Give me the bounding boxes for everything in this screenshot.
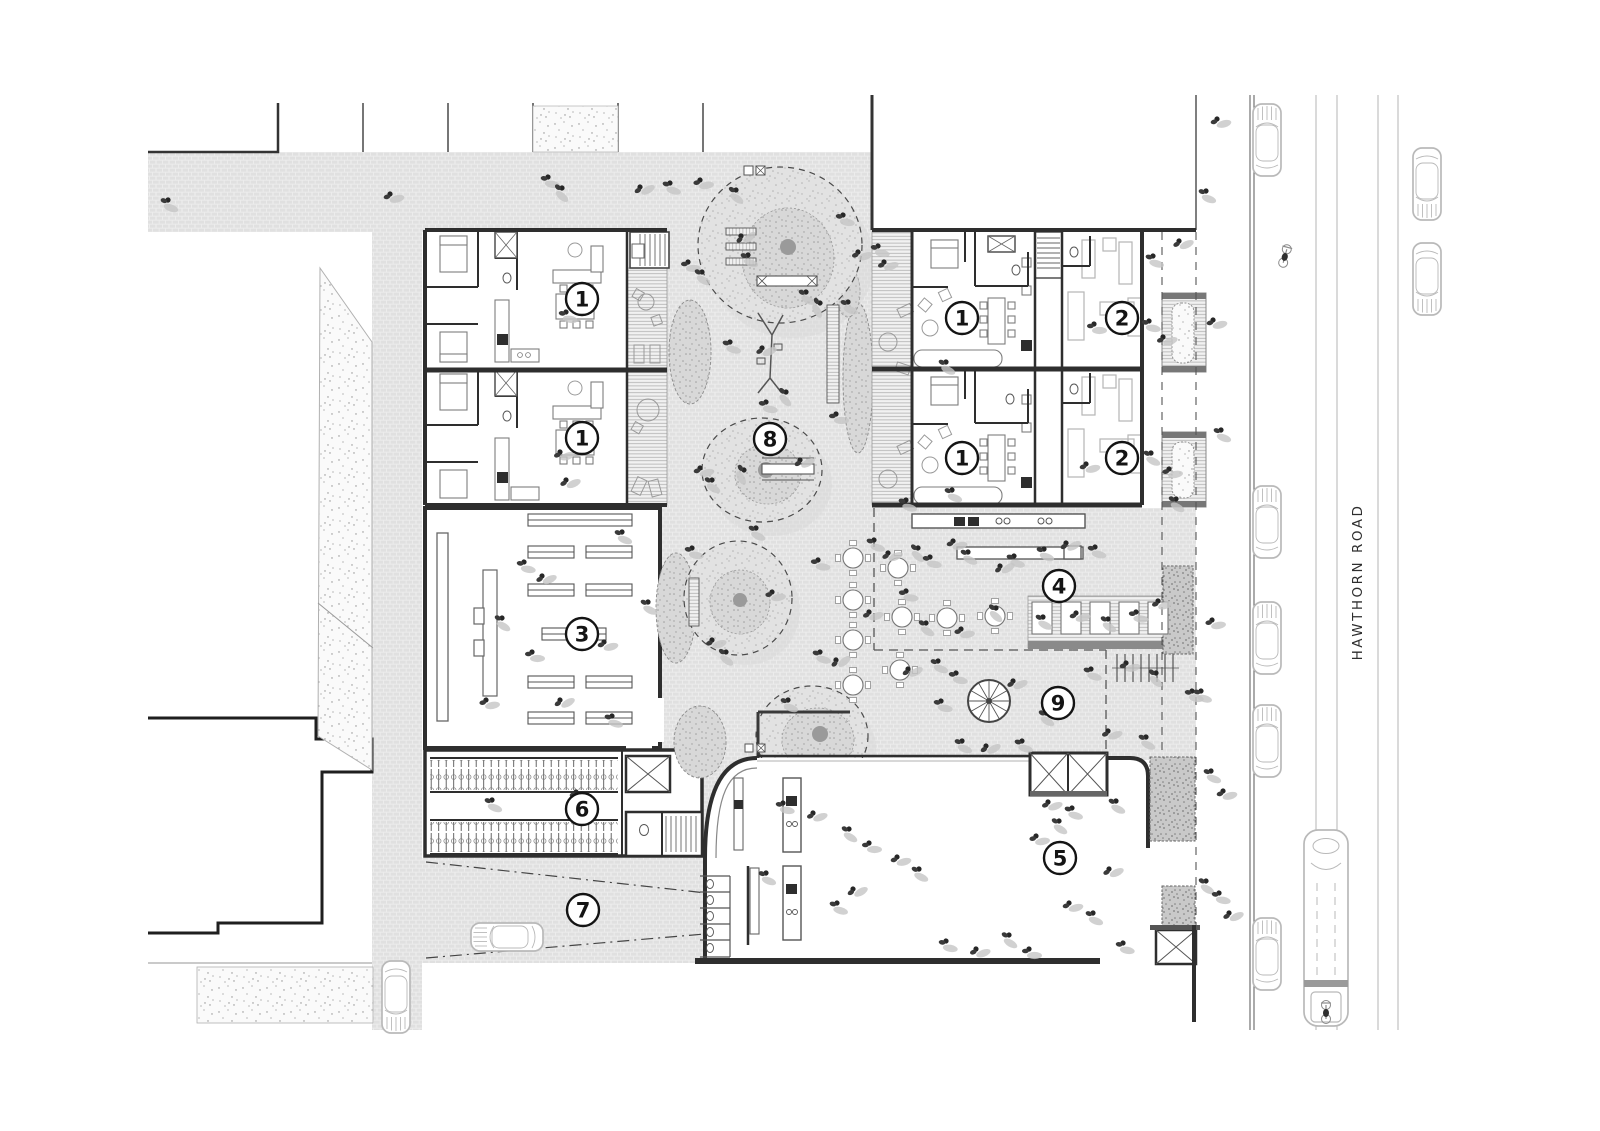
svg-text:1: 1 <box>575 288 590 312</box>
plan-marker-1: 1 <box>564 281 600 317</box>
left-residential-building <box>423 228 670 507</box>
elevator-core <box>624 754 672 794</box>
person-figure <box>1195 186 1220 205</box>
car-icon <box>1252 704 1282 778</box>
svg-text:1: 1 <box>955 307 970 331</box>
plan-marker-6: 6 <box>564 791 600 827</box>
cafe-round-table <box>835 540 871 576</box>
svg-text:6: 6 <box>575 798 590 822</box>
person-figure <box>1204 615 1227 632</box>
svg-text:3: 3 <box>575 623 590 647</box>
deck-furniture <box>631 287 664 364</box>
garden-strip-west <box>317 266 373 771</box>
plan-marker-8: 8 <box>752 421 788 457</box>
context-buildings <box>148 95 1197 1024</box>
toilet-icon <box>502 272 512 284</box>
hedge <box>1161 885 1196 929</box>
person-figure <box>1215 785 1239 803</box>
corner-stair-core <box>1150 925 1200 966</box>
hall-kitchen <box>733 777 802 945</box>
plan-marker-1: 1 <box>944 300 980 336</box>
spiral-stair <box>967 679 1011 723</box>
hall-elevator <box>1028 751 1109 797</box>
apartment-unit-2 <box>1062 373 1142 478</box>
neighbour-building-west <box>148 716 374 935</box>
plan-marker-7: 7 <box>565 892 601 928</box>
svg-text:2: 2 <box>1115 447 1130 471</box>
garden-patch-top <box>532 105 619 153</box>
svg-text:4: 4 <box>1052 575 1067 599</box>
community-hall <box>695 751 1200 1022</box>
person-figure <box>1209 113 1233 131</box>
svg-text:7: 7 <box>576 899 591 923</box>
person-figure <box>1171 233 1196 254</box>
shelving <box>527 513 633 725</box>
bike-racks-row <box>430 822 618 852</box>
svg-text:1: 1 <box>575 427 590 451</box>
plan-marker-3: 3 <box>564 616 600 652</box>
plan-marker-4: 4 <box>1041 568 1077 604</box>
car-icon <box>470 922 544 952</box>
cafe-round-table <box>835 582 871 618</box>
bike-parking <box>423 748 704 858</box>
cyclist-icon <box>1276 242 1294 270</box>
plan-marker-2: 2 <box>1104 300 1140 336</box>
garden-patch-south <box>196 966 374 1024</box>
apartment-unit-1 <box>878 232 1032 376</box>
hall-toilets <box>700 875 731 958</box>
svg-text:9: 9 <box>1051 692 1066 716</box>
left-building-walls <box>423 228 667 507</box>
bus-icon <box>1303 829 1349 1027</box>
car-icon <box>1252 601 1282 675</box>
game-tables <box>743 165 766 753</box>
wardrobe-icon <box>494 231 518 259</box>
svg-text:2: 2 <box>1115 307 1130 331</box>
person-figure <box>1210 425 1235 444</box>
person-figure <box>1221 905 1246 926</box>
car-icon <box>1252 917 1282 991</box>
plan-markers-layer: 1 1 1 1 2 2 3 4 5 6 7 8 9 <box>564 281 1140 928</box>
plan-marker-2: 2 <box>1104 440 1140 476</box>
checkout-counter <box>473 569 498 697</box>
car-icon <box>381 960 411 1034</box>
car-icon <box>1252 485 1282 559</box>
planting-beds <box>655 266 874 779</box>
cafe-round-table <box>835 622 871 658</box>
deck-left-building <box>626 267 668 506</box>
service-counter <box>436 532 449 722</box>
bike-racks-row <box>430 760 618 790</box>
street-name-label: HAWTHORN ROAD <box>1350 504 1366 661</box>
car-icon <box>1252 103 1282 177</box>
dashed-lines <box>873 232 1197 925</box>
car-icon <box>1412 147 1442 221</box>
svg-text:5: 5 <box>1053 847 1068 871</box>
benches <box>688 227 840 627</box>
car-icon <box>1412 242 1442 316</box>
stair-left-building <box>629 231 670 269</box>
play-structure <box>756 312 784 394</box>
stair-right-building <box>1034 231 1063 279</box>
supermarket <box>423 506 664 752</box>
person-figure <box>1143 251 1167 270</box>
stair-wc-core <box>624 810 704 858</box>
hedge <box>1149 756 1196 842</box>
cafe-round-table <box>835 667 871 703</box>
plan-marker-1: 1 <box>564 420 600 456</box>
svg-text:8: 8 <box>763 428 778 452</box>
cafe-round-table <box>929 600 965 636</box>
person-figure <box>1200 766 1225 785</box>
hawthorn-road: HAWTHORN ROAD <box>1249 95 1399 1030</box>
person-figure <box>1205 314 1229 332</box>
cafe-round-table <box>884 599 920 635</box>
svg-text:1: 1 <box>955 447 970 471</box>
plan-marker-9: 9 <box>1040 685 1076 721</box>
right-building-walls <box>872 228 1196 508</box>
plan-marker-5: 5 <box>1042 840 1078 876</box>
plan-marker-1: 1 <box>944 440 980 476</box>
tree <box>683 540 800 665</box>
entry-planter <box>1161 292 1207 373</box>
cafe-counter <box>911 513 1086 529</box>
picnic-table <box>756 275 818 481</box>
